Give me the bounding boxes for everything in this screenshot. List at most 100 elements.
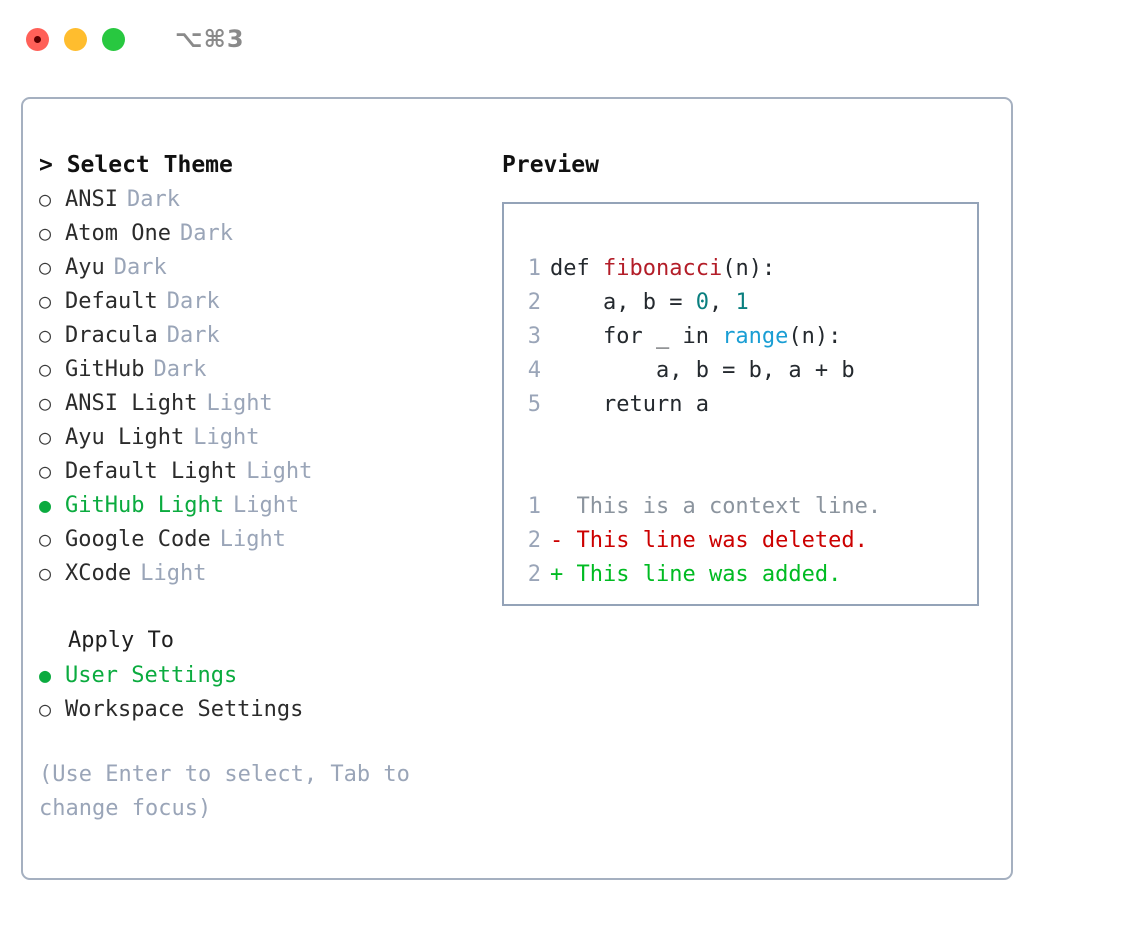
theme-picker-column: > Select Theme ○ ANSI Dark ○ Atom One Da… bbox=[39, 148, 479, 826]
radio-icon: ○ bbox=[39, 255, 52, 279]
code-token-number: 1 bbox=[735, 290, 749, 315]
close-window-button[interactable] bbox=[26, 27, 49, 51]
diff-line-deleted: 2 - This line was deleted. bbox=[504, 524, 977, 558]
line-number: 3 bbox=[527, 324, 541, 349]
diff-text: This is a context line. bbox=[563, 494, 882, 519]
code-token: (n): bbox=[788, 324, 842, 349]
code-line: 5 return a bbox=[504, 388, 977, 422]
apply-to-label: Apply To bbox=[68, 628, 174, 653]
apply-to-option-label: Workspace Settings bbox=[65, 697, 304, 722]
theme-option-tag: Light bbox=[219, 527, 286, 552]
keyboard-hint-text: (Use Enter to select, Tab to change focu… bbox=[39, 762, 410, 821]
theme-option-label: ANSI bbox=[65, 187, 118, 212]
apply-to-option-label: User Settings bbox=[65, 663, 238, 688]
code-blank-line bbox=[504, 456, 977, 490]
diff-line-added: 2 + This line was added. bbox=[504, 558, 977, 592]
diff-text: This line was added. bbox=[563, 562, 842, 587]
theme-option-label: GitHub bbox=[65, 357, 145, 382]
radio-icon: ○ bbox=[39, 561, 52, 585]
radio-icon: ○ bbox=[39, 289, 52, 313]
list-spacer bbox=[39, 590, 479, 624]
main-panel: > Select Theme ○ ANSI Dark ○ Atom One Da… bbox=[21, 97, 1013, 880]
theme-option-label: GitHub Light bbox=[65, 493, 224, 518]
code-token: a, b = bbox=[550, 290, 696, 315]
code-token-call: range bbox=[722, 324, 789, 349]
radio-icon: ○ bbox=[39, 357, 52, 381]
radio-selected-icon: ● bbox=[39, 663, 52, 687]
radio-icon: ○ bbox=[39, 459, 52, 483]
theme-option-ansi[interactable]: ○ ANSI Dark bbox=[39, 182, 479, 216]
code-token-function: fibonacci bbox=[602, 256, 723, 281]
code-text: for _ in range(n): bbox=[550, 320, 841, 354]
diff-text: This line was deleted. bbox=[563, 528, 868, 553]
theme-option-label: Atom One bbox=[65, 221, 171, 246]
keyboard-shortcut-label: ⌥⌘3 bbox=[175, 25, 245, 53]
panel-columns: > Select Theme ○ ANSI Dark ○ Atom One Da… bbox=[23, 99, 1011, 878]
theme-option-default-light[interactable]: ○ Default Light Light bbox=[39, 454, 479, 488]
code-text: a, b = b, a + b bbox=[550, 358, 855, 383]
line-number: 1 bbox=[527, 494, 541, 519]
code-line: 2 a, b = 0, 1 bbox=[504, 286, 977, 320]
theme-option-tag: Light bbox=[140, 561, 207, 586]
line-number: 2 bbox=[527, 562, 541, 587]
preview-column: Preview 1 def fibonacci(n): 2 a, b = 0, … bbox=[502, 148, 992, 606]
radio-icon: ○ bbox=[39, 187, 52, 211]
radio-icon: ○ bbox=[39, 391, 52, 415]
apply-to-option-user-settings[interactable]: ● User Settings bbox=[39, 658, 479, 692]
code-text: def fibonacci(n): bbox=[550, 252, 775, 286]
code-token: for _ in bbox=[550, 324, 723, 349]
line-number: 5 bbox=[527, 392, 541, 417]
diff-marker bbox=[550, 490, 563, 524]
preview-title: Preview bbox=[502, 152, 599, 178]
theme-option-google-code[interactable]: ○ Google Code Light bbox=[39, 522, 479, 556]
line-number: 1 bbox=[527, 256, 541, 281]
theme-option-tag: Light bbox=[193, 425, 260, 450]
theme-option-label: Default bbox=[65, 289, 158, 314]
theme-option-tag: Dark bbox=[153, 357, 207, 382]
line-number: 2 bbox=[527, 290, 541, 315]
theme-option-github-light[interactable]: ● GitHub Light Light bbox=[39, 488, 479, 522]
traffic-light-group bbox=[26, 27, 125, 51]
diff-marker: - bbox=[550, 528, 564, 553]
theme-option-label: Ayu bbox=[65, 255, 105, 280]
code-text: return a bbox=[550, 392, 709, 417]
theme-option-label: Dracula bbox=[65, 323, 158, 348]
window-titlebar: ⌥⌘3 bbox=[0, 0, 1140, 78]
code-line: 3 for _ in range(n): bbox=[504, 320, 977, 354]
radio-icon: ○ bbox=[39, 697, 52, 721]
minimize-window-button[interactable] bbox=[64, 27, 87, 51]
theme-option-tag: Light bbox=[246, 459, 313, 484]
apply-to-option-workspace-settings[interactable]: ○ Workspace Settings bbox=[39, 692, 479, 726]
code-token: (n): bbox=[722, 256, 776, 281]
theme-option-label: ANSI Light bbox=[65, 391, 198, 416]
radio-selected-icon: ● bbox=[39, 493, 52, 517]
line-number: 4 bbox=[527, 358, 541, 383]
theme-option-atom-one[interactable]: ○ Atom One Dark bbox=[39, 216, 479, 250]
radio-icon: ○ bbox=[39, 221, 52, 245]
theme-option-ansi-light[interactable]: ○ ANSI Light Light bbox=[39, 386, 479, 420]
radio-icon: ○ bbox=[39, 425, 52, 449]
diff-line-context: 1 This is a context line. bbox=[504, 490, 977, 524]
theme-option-tag: Dark bbox=[166, 289, 220, 314]
theme-option-label: Default Light bbox=[65, 459, 238, 484]
theme-option-tag: Dark bbox=[113, 255, 167, 280]
line-number: 2 bbox=[527, 528, 541, 553]
theme-option-label: Ayu Light bbox=[65, 425, 185, 450]
theme-option-tag: Dark bbox=[166, 323, 220, 348]
theme-option-github[interactable]: ○ GitHub Dark bbox=[39, 352, 479, 386]
theme-option-xcode[interactable]: ○ XCode Light bbox=[39, 556, 479, 590]
radio-icon: ○ bbox=[39, 527, 52, 551]
theme-option-tag: Dark bbox=[126, 187, 180, 212]
code-token: , bbox=[708, 290, 736, 315]
theme-option-label: XCode bbox=[65, 561, 132, 586]
theme-option-dracula[interactable]: ○ Dracula Dark bbox=[39, 318, 479, 352]
code-line: 4 a, b = b, a + b bbox=[504, 354, 977, 388]
theme-option-default[interactable]: ○ Default Dark bbox=[39, 284, 479, 318]
theme-option-label: Google Code bbox=[65, 527, 211, 552]
theme-option-tag: Dark bbox=[179, 221, 233, 246]
maximize-window-button[interactable] bbox=[102, 27, 125, 51]
theme-option-ayu[interactable]: ○ Ayu Dark bbox=[39, 250, 479, 284]
code-blank-line bbox=[504, 422, 977, 456]
theme-option-ayu-light[interactable]: ○ Ayu Light Light bbox=[39, 420, 479, 454]
code-line: 1 def fibonacci(n): bbox=[504, 252, 977, 286]
